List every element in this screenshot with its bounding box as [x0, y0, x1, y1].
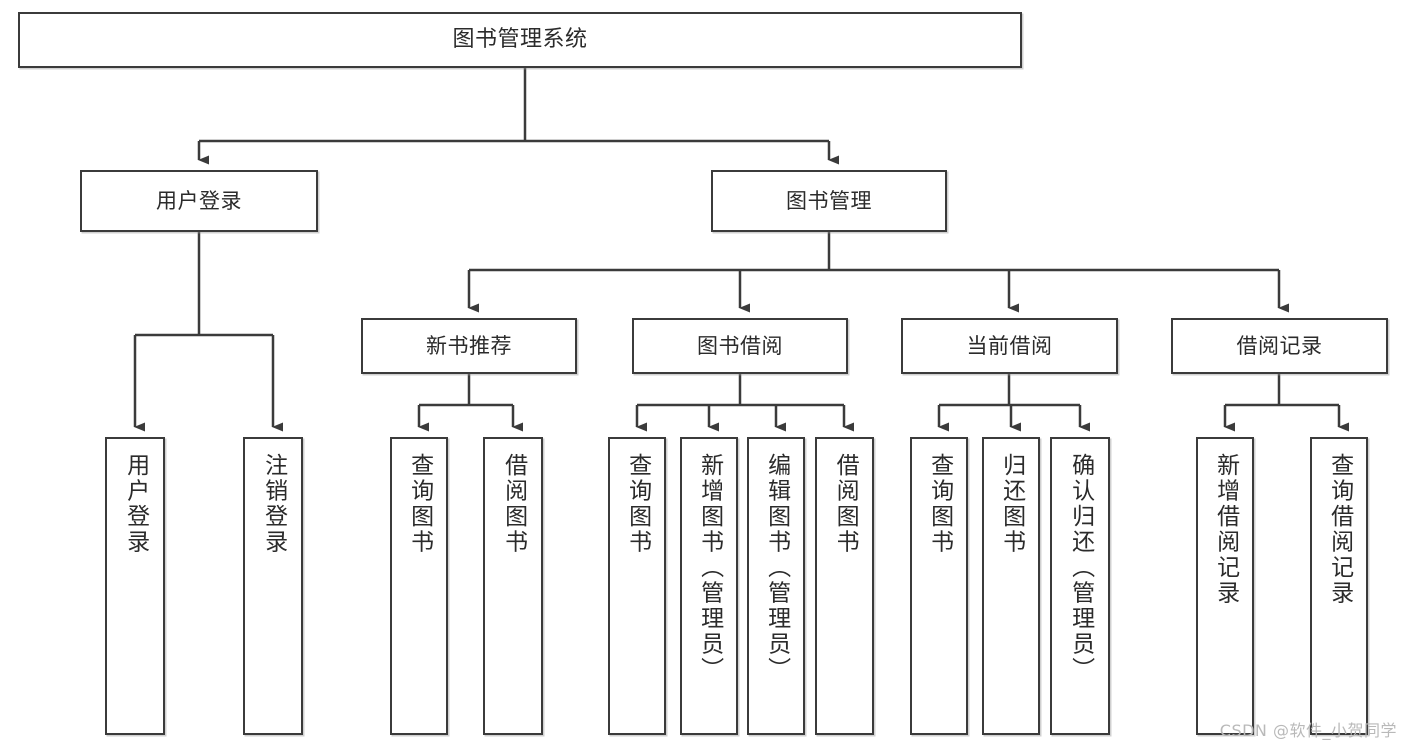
- node-leaf-query-book-3[interactable]: 查询图书: [910, 437, 968, 735]
- node-leaf-logout[interactable]: 注销登录: [243, 437, 303, 735]
- node-leaf-logout-label: 注销登录: [260, 453, 287, 555]
- node-leaf-confirm-return[interactable]: 确认归还（管理员）: [1050, 437, 1110, 735]
- node-leaf-query-book-2-label: 查询图书: [624, 453, 651, 555]
- node-leaf-user-login[interactable]: 用户登录: [105, 437, 165, 735]
- node-leaf-borrow-book-2[interactable]: 借阅图书: [815, 437, 874, 735]
- node-user-login-label: 用户登录: [156, 188, 242, 213]
- node-book-manage-label: 图书管理: [786, 188, 872, 213]
- node-leaf-return-book-label: 归还图书: [998, 453, 1025, 555]
- node-root[interactable]: 图书管理系统: [18, 12, 1022, 68]
- node-leaf-borrow-book-1[interactable]: 借阅图书: [483, 437, 543, 735]
- node-leaf-user-login-label: 用户登录: [122, 453, 149, 555]
- node-leaf-edit-book[interactable]: 编辑图书（管理员）: [747, 437, 805, 735]
- node-leaf-add-book-label: 新增图书（管理员）: [696, 453, 723, 683]
- node-leaf-query-book-1[interactable]: 查询图书: [390, 437, 448, 735]
- node-current-borrow-label: 当前借阅: [966, 333, 1053, 358]
- node-borrow-record-label: 借阅记录: [1236, 333, 1323, 358]
- node-borrow-record[interactable]: 借阅记录: [1171, 318, 1388, 374]
- node-new-book-rec-label: 新书推荐: [426, 333, 512, 358]
- node-book-borrow[interactable]: 图书借阅: [632, 318, 848, 374]
- node-leaf-query-book-1-label: 查询图书: [406, 453, 433, 555]
- node-leaf-borrow-book-1-label: 借阅图书: [500, 453, 527, 555]
- node-leaf-query-record[interactable]: 查询借阅记录: [1310, 437, 1368, 735]
- node-leaf-add-record[interactable]: 新增借阅记录: [1196, 437, 1254, 735]
- node-user-login[interactable]: 用户登录: [80, 170, 318, 232]
- node-leaf-confirm-return-label: 确认归还（管理员）: [1067, 453, 1094, 683]
- node-current-borrow[interactable]: 当前借阅: [901, 318, 1118, 374]
- node-leaf-query-book-2[interactable]: 查询图书: [608, 437, 666, 735]
- node-book-borrow-label: 图书借阅: [697, 333, 783, 358]
- node-leaf-add-book[interactable]: 新增图书（管理员）: [680, 437, 738, 735]
- node-root-label: 图书管理系统: [452, 27, 588, 53]
- node-leaf-return-book[interactable]: 归还图书: [982, 437, 1040, 735]
- node-book-manage[interactable]: 图书管理: [711, 170, 947, 232]
- node-leaf-borrow-book-2-label: 借阅图书: [832, 453, 859, 555]
- node-leaf-query-record-label: 查询借阅记录: [1326, 453, 1353, 606]
- node-leaf-edit-book-label: 编辑图书（管理员）: [763, 453, 790, 683]
- node-new-book-rec[interactable]: 新书推荐: [361, 318, 577, 374]
- node-leaf-add-record-label: 新增借阅记录: [1212, 453, 1239, 606]
- node-leaf-query-book-3-label: 查询图书: [926, 453, 953, 555]
